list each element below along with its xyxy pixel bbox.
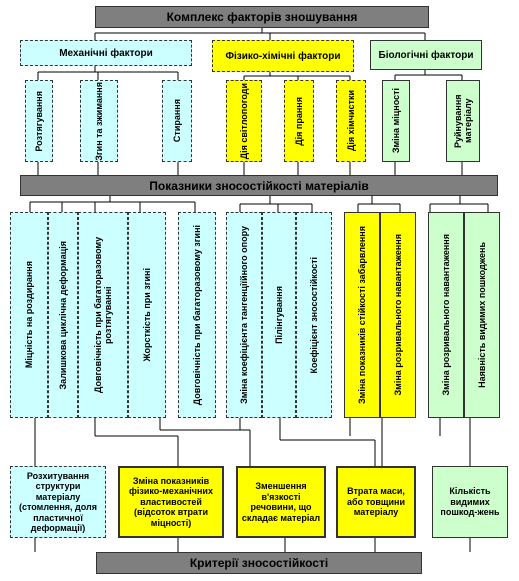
criterion-quality: Зменшення в'язкості речовини, що складає… xyxy=(236,466,326,538)
factor-chemicals: Дія хімчистки xyxy=(336,80,366,162)
factor-washing: Дія прання xyxy=(284,80,314,162)
middle-bar-label: Показники зносостійкості матеріалів xyxy=(149,178,369,193)
indicator-breaking-load-yellow: Зміна розривального навантаження xyxy=(380,212,416,418)
factor-stretching: Розтягування xyxy=(25,80,53,162)
criterion-structure: Розхитування структури матеріалу (стомле… xyxy=(10,466,106,538)
indicator-wear-coefficient: Коефіцієнт зносостійкості xyxy=(296,212,332,418)
indicator-tear-strength: Міцність на роздирання xyxy=(10,212,48,418)
indicator-friction-change: Зміна коефіцієнта тангенціїйного опору xyxy=(226,212,262,418)
middle-bar: Показники зносостійкості матеріалів xyxy=(20,175,498,196)
factor-destruction: Руйнування матеріалу xyxy=(446,80,480,162)
indicator-dye-fastness: Зміна показників стійкості забарвлення xyxy=(344,212,380,418)
indicator-bending-stiffness: Жорсткість при згині xyxy=(128,212,166,418)
top-bar: Комплекс факторів зношування xyxy=(95,6,429,28)
physchem-factors-header: Фізико-хімічні фактори xyxy=(212,40,354,72)
bottom-bar-label: Критерії зносостійкості xyxy=(189,556,329,570)
factor-strength-change: Зміна міцності xyxy=(382,80,410,162)
criterion-visible-count: Кількість видимих пошкод-жень xyxy=(432,466,508,538)
indicator-visible-damage: Наявність видимих пошкоджень xyxy=(464,212,500,418)
criterion-physmech: Зміна показників фізико-механічних власт… xyxy=(118,466,224,538)
factor-light: Дія світлопогоди xyxy=(226,80,262,162)
indicator-residual-deformation: Залишкова циклічна деформація xyxy=(48,212,78,418)
biological-factors-header: Біологічні фактори xyxy=(370,40,482,70)
top-bar-label: Комплекс факторів зношування xyxy=(166,10,358,24)
criterion-mass-loss: Втрата маси, або товщини матеріалу xyxy=(336,466,416,538)
bottom-bar: Критерії зносостійкості xyxy=(96,552,422,574)
indicator-durability-bend: Довговічність при багаторазовому згині xyxy=(178,212,216,418)
factor-abrasion: Стирання xyxy=(162,80,192,162)
indicator-pilling: Пілінгування xyxy=(262,212,296,418)
mechanical-factors-header: Механічні фактори xyxy=(20,40,192,66)
indicator-durability-stretch: Довговічність при багаторазовому розтягу… xyxy=(78,212,128,418)
factor-bending: Згин та зжимання xyxy=(80,80,118,162)
indicator-breaking-load-green: Зміна розривального навантаження xyxy=(428,212,464,418)
